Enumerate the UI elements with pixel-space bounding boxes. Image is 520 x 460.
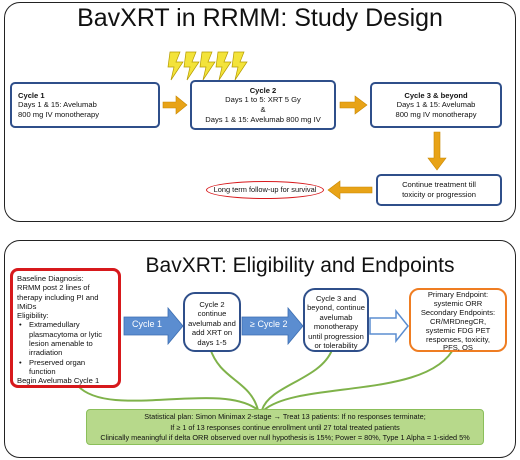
cycle2-box: Cycle 2 Days 1 to 5: XRT 5 Gy & Days 1 &…: [190, 80, 336, 130]
cycle1-title: Cycle 1: [18, 90, 45, 100]
endpoints-box: Primary Endpoint: systemic ORR Secondary…: [409, 288, 507, 352]
statistical-plan-box: Statistical plan: Simon Minimax 2-stage …: [86, 409, 484, 445]
cycle1-line2: 800 mg IV monotherapy: [18, 109, 100, 119]
baseline-line4: IMiDs: [17, 301, 37, 311]
endpoints-line: responses, toxicity,: [425, 334, 490, 344]
cycle2-line1: Days 1 to 5: XRT 5 Gy: [225, 95, 301, 105]
cycle3-detail-line: avelumab: [319, 312, 353, 322]
stats-arrow-icon: →: [273, 412, 281, 421]
stats-line3: Clinically meaningful if delta ORR obser…: [100, 433, 470, 442]
bullet-dot: •: [19, 320, 22, 330]
bullet2-line2: function: [29, 366, 56, 376]
cycle3-detail-line: until progression: [308, 331, 364, 341]
followup-oval: Long term follow-up for survival: [206, 181, 324, 199]
baseline-line2: RRMM post 2 lines of: [17, 283, 90, 293]
stats-line1-part1: Statistical plan: Simon Minimax 2-stage: [144, 412, 274, 421]
cycle2-detail-line: continue: [197, 309, 227, 319]
cycle2-title: Cycle 2: [249, 85, 277, 95]
study-design-title: BavXRT in RRMM: Study Design: [77, 4, 443, 32]
cycle3-box: Cycle 3 & beyond Days 1 & 15: Avelumab 8…: [370, 82, 502, 128]
cycle2-detail-line: avelumab and: [188, 318, 236, 328]
cycle2-detail-line: add XRT on: [191, 328, 233, 338]
cycle3-detail-box: Cycle 3 and beyond, continue avelumab mo…: [303, 288, 369, 352]
baseline-line1: Baseline Diagnosis:: [17, 274, 84, 283]
endpoints-line: PFS, OS: [443, 343, 473, 353]
continue-line1: Continue treatment till: [402, 180, 476, 190]
arrow-cycle2-label: ≥ Cycle 2: [250, 319, 288, 329]
endpoints-line: Secondary Endpoints:: [420, 307, 496, 317]
baseline-eligibility-box: Baseline Diagnosis: RRMM post 2 lines of…: [10, 268, 121, 388]
cycle2-line3: Days 1 & 15: Avelumab 800 mg IV: [205, 114, 321, 124]
cycle1-box: Cycle 1 Days 1 & 15: Avelumab 800 mg IV …: [10, 82, 160, 128]
endpoints-line: CR/MRDnegCR,: [429, 316, 487, 326]
endpoints-line: systemic FDG PET: [425, 325, 491, 335]
stats-line1-part2: Treat 13 patients: If no responses termi…: [280, 412, 426, 421]
eligibility-bullet-1: • Extramedullary plasmacytoma or lytic l…: [17, 320, 114, 357]
eligibility-title: BavXRT: Eligibility and Endpoints: [145, 254, 455, 277]
continue-box: Continue treatment till toxicity or prog…: [376, 174, 502, 206]
continue-line2: toxicity or progression: [402, 190, 476, 199]
cycle3-title: Cycle 3 & beyond: [404, 90, 468, 100]
bullet1-line2: plasmacytoma or lytic: [29, 329, 103, 339]
cycle3-detail-line: monotherapy: [313, 322, 359, 332]
bullet-dot: •: [19, 357, 22, 367]
endpoints-line: systemic ORR: [433, 298, 483, 308]
cycle2-line2: &: [260, 105, 266, 114]
baseline-last: Begin Avelumab Cycle 1: [17, 376, 100, 386]
cycle1-line1: Days 1 & 15: Avelumab: [18, 100, 97, 110]
cycle3-detail-line: beyond, continue: [307, 303, 365, 313]
cycle2-detail-line: days 1-5: [197, 337, 227, 347]
cycle3-line1: Days 1 & 15: Avelumab: [396, 100, 476, 110]
baseline-line3: therapy including PI and: [17, 292, 99, 302]
stats-line2: If ≥ 1 of 13 responses continue enrollme…: [170, 422, 400, 432]
cycle2-detail-box: Cycle 2 continue avelumab and add XRT on…: [183, 292, 241, 352]
bullet1-line1: Extramedullary: [29, 320, 80, 330]
arrow-cycle1-label: Cycle 1: [132, 319, 163, 329]
stats-line1: Statistical plan: Simon Minimax 2-stage …: [87, 412, 483, 423]
cycle3-detail-line: Cycle 3 and: [315, 294, 357, 303]
bullet2-line1: Preserved organ: [29, 357, 86, 367]
eligibility-bullet-2: • Preserved organ function: [17, 358, 114, 377]
cycle3-detail-line: or tolerability: [314, 341, 358, 351]
bullet1-line4: irradiation: [29, 348, 63, 358]
cycle2-detail-line: Cycle 2: [199, 300, 225, 309]
bullet1-line3: lesion amenable to: [29, 339, 93, 349]
cycle3-line2: 800 mg IV monotherapy: [395, 109, 477, 119]
endpoints-line: Primary Endpoint:: [427, 290, 489, 299]
baseline-line5: Eligibility:: [17, 311, 49, 321]
